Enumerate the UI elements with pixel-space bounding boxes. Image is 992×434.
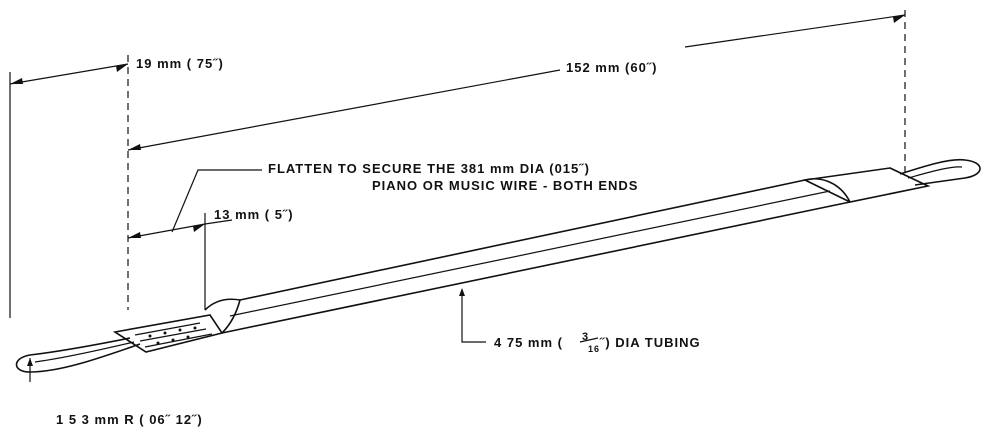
tube-bottom-edge — [221, 201, 851, 334]
wire-loop-left — [15, 337, 141, 373]
arrow-head — [128, 232, 141, 238]
leader-tubing — [461, 292, 486, 343]
extension-lines — [9, 10, 906, 318]
tubing-label: 4 75 mm ( 3 16 ˝) DIA TUBING — [494, 331, 701, 354]
flattened-end-right — [802, 167, 931, 203]
dim-line-13mm — [127, 223, 206, 239]
tube-assembly — [15, 158, 981, 373]
tube-highlight — [229, 190, 831, 317]
arrow-head — [27, 358, 33, 366]
leader-lines — [27, 169, 486, 382]
taper-left-bottom — [221, 299, 241, 334]
fraction-bar — [579, 337, 599, 343]
dim-line-152mm-right — [684, 14, 906, 48]
dim-label-radius: 1 5 3 mm R ( 06˝ 12˝) — [56, 412, 203, 427]
arrow-head — [459, 288, 465, 296]
dim-line-19mm — [9, 63, 129, 85]
note-flatten-line1: FLATTEN TO SECURE THE 381 mm DIA (015˝) — [268, 161, 590, 176]
flattened-end-left-texture — [134, 322, 213, 348]
leader-flatten — [171, 169, 262, 233]
dim-label-13mm: 13 mm ( 5˝) — [214, 207, 294, 222]
wire-loop-right — [899, 158, 981, 186]
arrow-head — [116, 64, 128, 72]
tube-top-edge — [239, 179, 806, 301]
dimension-lines — [9, 14, 906, 239]
arrow-head — [128, 144, 141, 150]
arrow-head — [10, 78, 23, 84]
arrow-head — [893, 15, 905, 23]
dim-line-13mm-leader — [204, 219, 233, 225]
tubing-label-end: ˝) DIA TUBING — [599, 335, 701, 350]
tubing-label-start: 4 75 mm ( — [494, 335, 563, 350]
note-flatten-line2: PIANO OR MUSIC WIRE - BOTH ENDS — [372, 178, 638, 193]
dim-line-152mm-left — [127, 69, 561, 151]
dim-label-19mm: 19 mm ( 75˝) — [136, 56, 224, 71]
dim-label-152mm: 152 mm (60˝) — [566, 60, 657, 75]
tubing-fraction-numerator: 3 — [582, 331, 589, 343]
taper-left-top — [204, 298, 241, 311]
arrow-head — [193, 224, 205, 232]
wire-loop-left-inner — [34, 341, 135, 363]
wire-loop-right-inner — [907, 166, 963, 179]
tubing-fraction-denominator: 16 — [588, 344, 600, 354]
